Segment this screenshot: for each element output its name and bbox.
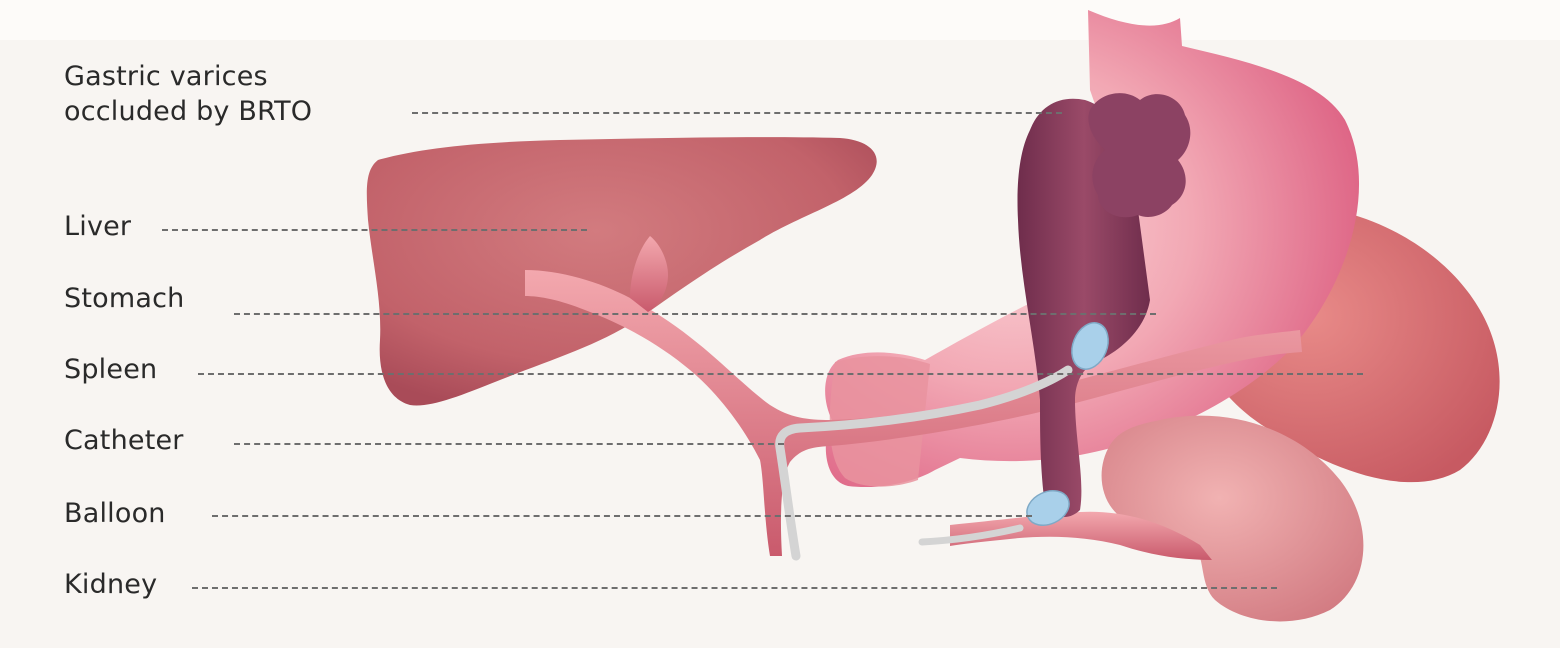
catheter-leader bbox=[234, 443, 784, 445]
varices-cluster bbox=[1088, 93, 1190, 217]
spleen-leader bbox=[198, 373, 1363, 375]
varices-label-line1: Gastric varices bbox=[64, 59, 268, 95]
liver-shape bbox=[367, 137, 877, 405]
kidney-leader bbox=[192, 587, 1277, 589]
spleen-label: Spleen bbox=[64, 352, 157, 388]
liver-leader bbox=[162, 229, 587, 231]
catheter-label: Catheter bbox=[64, 423, 184, 459]
varices-label-line2: occluded by BRTO bbox=[64, 94, 312, 130]
liver-label: Liver bbox=[64, 209, 131, 245]
balloon-label: Balloon bbox=[64, 496, 166, 532]
balloon-leader bbox=[212, 515, 1032, 517]
varices-leader bbox=[412, 112, 1062, 114]
stomach-leader bbox=[234, 313, 1156, 315]
stomach-label: Stomach bbox=[64, 281, 184, 317]
kidney-label: Kidney bbox=[64, 567, 157, 603]
